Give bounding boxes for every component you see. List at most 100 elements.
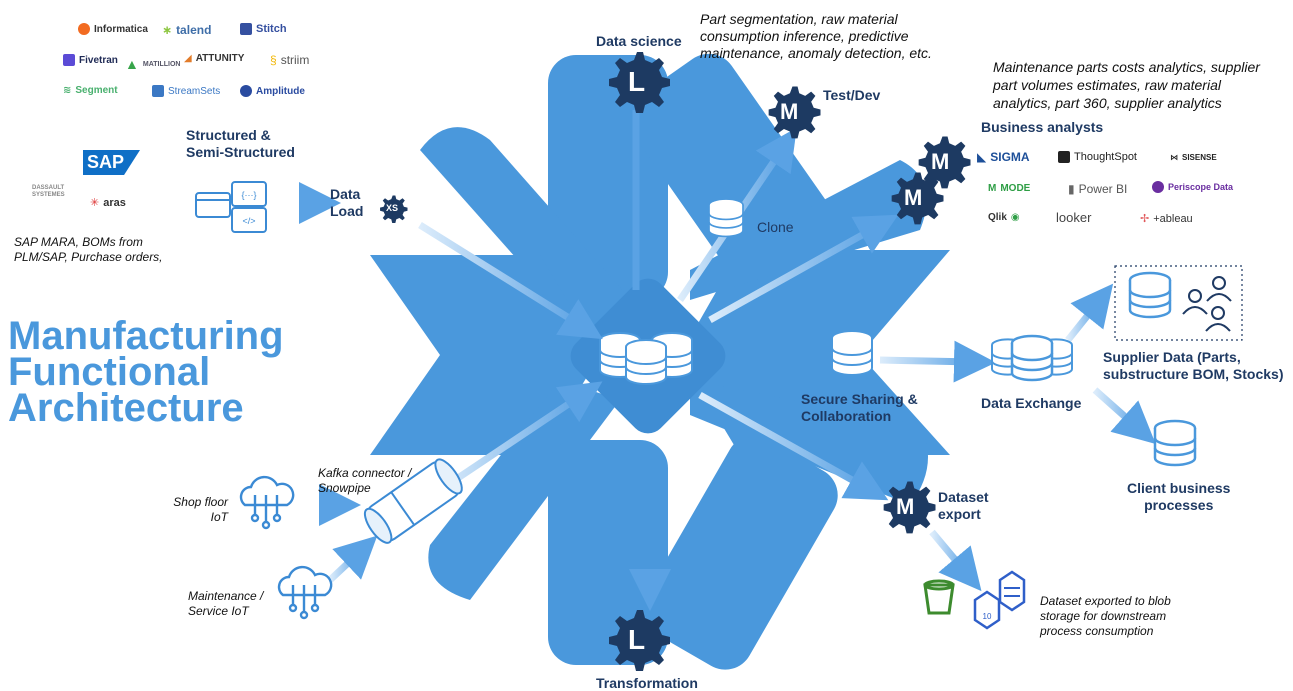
arrow-data-load-to-hub	[418, 222, 603, 340]
logo-segment: ≋Segment	[63, 85, 118, 96]
label-secure-sharing: Secure Sharing &Collaboration	[801, 391, 918, 424]
label-structured: Structured &Semi-Structured	[186, 127, 295, 160]
label-supplier-data: Supplier Data (Parts,substructure BOM, S…	[1103, 349, 1284, 382]
gear-letter-business-a: M	[931, 149, 950, 174]
label-test-dev: Test/Dev	[823, 87, 881, 103]
label-clone: Clone	[757, 219, 794, 235]
note-business: Maintenance parts costs analytics, suppl…	[993, 59, 1260, 111]
label-data-exchange: Data Exchange	[981, 395, 1082, 411]
label-transformation: Transformation	[596, 675, 698, 691]
title-line-3: Architecture	[8, 386, 244, 430]
arrow-kafka-to-hub	[438, 381, 603, 493]
gear-letter-data-load: XS	[386, 203, 399, 213]
blob-storage-icons: 10	[923, 570, 1026, 630]
tableau-icon: ✢	[1140, 213, 1150, 225]
amplitude-icon	[240, 85, 252, 97]
periscope-icon	[1152, 181, 1164, 193]
clone-database-icon	[708, 198, 744, 238]
logo-streamsets: StreamSets	[152, 85, 220, 97]
stitch-icon	[240, 23, 252, 35]
shop-floor-iot-icon	[239, 475, 295, 530]
supplier-group-box	[1114, 265, 1243, 341]
logo-dassault: DASSAULT SYSTEMES	[32, 185, 65, 198]
arrow-dataset-export	[698, 391, 889, 501]
bucket-icon	[923, 583, 955, 615]
fivetran-icon	[63, 54, 75, 66]
title-line-1: Manufacturing	[8, 314, 284, 358]
logo-powerbi: ▮Power BI	[1068, 182, 1128, 196]
thoughtspot-icon	[1058, 151, 1070, 163]
label-kafka: Kafka connector /Snowpipe	[318, 466, 412, 495]
label-maintenance: Maintenance /Service IoT	[188, 589, 264, 618]
svg-text:10: 10	[983, 612, 992, 621]
supplier-people-icons	[1182, 276, 1232, 332]
striim-icon: §	[270, 53, 277, 67]
supplier-db-icon	[1128, 271, 1172, 319]
sisense-icon: ⋈	[1170, 153, 1178, 162]
powerbi-icon: ▮	[1068, 182, 1075, 196]
central-database-icon	[599, 332, 693, 385]
talend-icon: ∗	[162, 23, 173, 37]
title-line-2: Functional	[8, 350, 211, 394]
logo-sigma: ◣SIGMA	[977, 150, 1030, 164]
label-data-science: Data science	[596, 33, 682, 49]
logo-thoughtspot: ThoughtSpot	[1058, 151, 1137, 163]
kafka-pipe-icon	[363, 458, 463, 544]
iot-icons	[239, 475, 333, 620]
arrow-to-client	[1092, 387, 1156, 444]
logo-stitch: Stitch	[240, 23, 287, 35]
logo-aras: ✳aras	[90, 196, 126, 210]
arrow-secure-sharing	[879, 340, 996, 383]
logo-tableau: ✢+ableau	[1140, 212, 1193, 226]
structured-data-icon: {···} </>	[195, 181, 267, 233]
streamsets-icon	[152, 85, 164, 97]
gear-letter-transformation: L	[628, 624, 646, 655]
arrow-to-blob	[929, 529, 982, 592]
logo-looker: looker	[1056, 210, 1092, 225]
snowflake-arm-upper-right	[690, 160, 927, 300]
snowflake-arm-upper-left	[420, 127, 640, 330]
sharing-database-icon	[831, 330, 873, 376]
segment-icon: ≋	[63, 85, 72, 96]
data-flow-arrows	[282, 110, 1156, 611]
gear-letter-data-science: L	[628, 66, 646, 97]
page-title: Manufacturing Functional Architecture	[8, 314, 284, 430]
gear-letter-business-b: M	[904, 185, 923, 210]
logo-sisense: ⋈SISENSE	[1170, 153, 1217, 162]
blob-disk-icon	[998, 570, 1026, 612]
snowflake-arm-bottom-right	[641, 435, 838, 670]
logo-periscope: Periscope Data	[1152, 181, 1233, 193]
arrow-to-supplier	[1065, 283, 1114, 343]
sigma-icon: ◣	[977, 150, 987, 164]
aras-icon: ✳	[90, 197, 100, 209]
arrow-maintenance	[327, 535, 378, 583]
qlik-icon: ◉	[1010, 212, 1020, 223]
logo-striim: §striim	[270, 53, 310, 67]
logo-informatica: Informatica	[78, 23, 148, 35]
logo-qlik: Qlik◉	[988, 212, 1020, 223]
logo-fivetran: Fivetran	[63, 54, 118, 66]
label-business-analysts: Business analysts	[981, 119, 1104, 135]
maintenance-iot-icon	[277, 565, 333, 620]
matillion-icon: ▲	[125, 56, 139, 72]
logo-talend: ∗talend	[162, 23, 212, 37]
client-db-icon	[1153, 419, 1197, 467]
exchange-db-icon	[1010, 334, 1054, 382]
gear-letter-dataset-export: M	[896, 494, 915, 519]
mode-icon: M	[988, 183, 997, 194]
snowflake-arm-lower-left	[428, 380, 620, 600]
arrow-business-analysts	[708, 214, 899, 324]
svg-text:{···}: {···}	[241, 190, 256, 200]
attunity-icon: ◢	[184, 53, 192, 64]
informatica-icon	[78, 23, 90, 35]
svg-text:</>: </>	[242, 216, 255, 226]
